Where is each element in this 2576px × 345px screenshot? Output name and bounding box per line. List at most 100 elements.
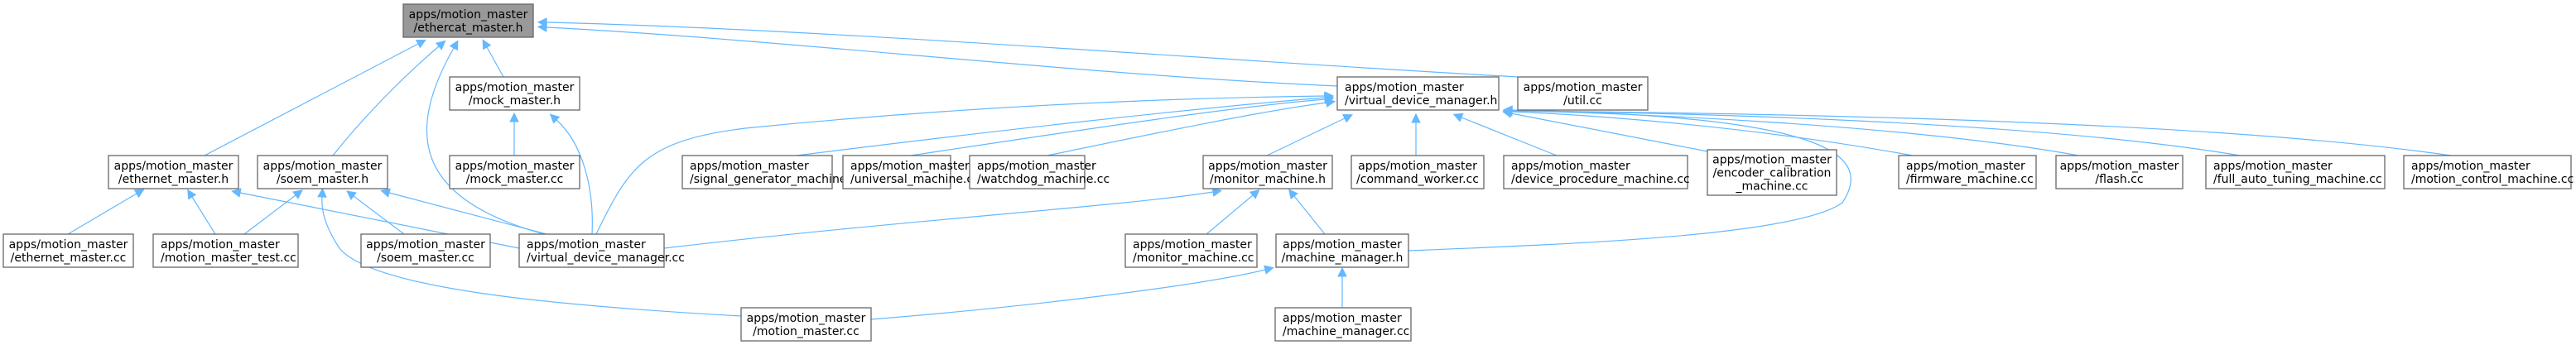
- node-label-line: apps/motion_master: [1358, 160, 1477, 173]
- edge-line: [332, 46, 440, 156]
- arrowhead-icon: [1264, 265, 1274, 275]
- edge-machine_manager_h-to-monitor_machine_h: [1288, 189, 1326, 235]
- node-watchdog-machine-cc[interactable]: apps/motion_master/watchdog_machine.cc: [969, 155, 1110, 189]
- node-label-line: apps/motion_master: [455, 160, 575, 173]
- arrowhead-icon: [292, 189, 303, 199]
- arrowhead-icon: [1288, 189, 1298, 200]
- node-mock-master-h[interactable]: apps/motion_master/mock_master.h: [449, 76, 580, 111]
- node-label-line: /firmware_machine.cc: [1906, 173, 2034, 186]
- node-flash-cc[interactable]: apps/motion_master/flash.cc: [2055, 155, 2184, 189]
- node-box: [2205, 155, 2386, 189]
- node-label-line: apps/motion_master: [2411, 160, 2530, 173]
- arrowhead-icon: [435, 40, 446, 50]
- node-ethercat-master-h[interactable]: apps/motion_master/ethercat_master.h: [402, 3, 534, 38]
- edge-soem_master_cc-to-soem_master_h: [346, 190, 405, 235]
- node-box: [1898, 155, 2037, 189]
- node-box: [449, 155, 580, 189]
- node-label-line: apps/motion_master: [1133, 238, 1252, 252]
- node-signal-generator-machine-cc[interactable]: apps/motion_master/signal_generator_mach…: [681, 155, 863, 189]
- node-label-line: /mock_master.h: [469, 94, 561, 108]
- edge-command_worker_cc-to-virtual_device_manager_h: [1411, 113, 1421, 156]
- arrowhead-icon: [231, 188, 242, 198]
- edge-line: [1266, 117, 1346, 156]
- edge-motion_master_cc-to-machine_manager_h: [870, 265, 1274, 320]
- edge-line: [546, 26, 1338, 87]
- node-label-line: /machine_manager.h: [1282, 252, 1404, 265]
- edge-line: [595, 95, 1326, 235]
- node-label-line: apps/motion_master: [114, 160, 234, 173]
- node-label-line: apps/motion_master: [455, 81, 575, 94]
- edge-encoder_calibration_machine_cc-to-virtual_device_manager_h: [1502, 108, 1708, 152]
- edge-line: [546, 22, 1519, 78]
- node-label-line: /monitor_machine.h: [1210, 173, 1326, 186]
- node-label-line: apps/motion_master: [1208, 160, 1327, 173]
- node-box: [842, 155, 951, 189]
- node-machine-manager-h[interactable]: apps/motion_master/machine_manager.h: [1275, 233, 1409, 268]
- node-label-line: apps/motion_master: [366, 238, 485, 252]
- node-virtual-device-manager-h[interactable]: apps/motion_master/virtual_device_manage…: [1336, 76, 1500, 111]
- edges-layer: [67, 17, 2452, 320]
- edge-line: [1511, 110, 2452, 156]
- arrowhead-icon: [346, 190, 357, 200]
- edge-signal_generator_machine_cc-to-virtual_device_manager_h: [796, 93, 1335, 156]
- arrowhead-icon: [415, 39, 426, 49]
- node-full-auto-tuning-machine-cc[interactable]: apps/motion_master/full_auto_tuning_mach…: [2205, 155, 2386, 189]
- node-encoder-calibration-machine-cc[interactable]: apps/motion_master/encoder_calibration_m…: [1707, 149, 1837, 196]
- node-monitor-machine-h[interactable]: apps/motion_master/monitor_machine.h: [1202, 155, 1333, 189]
- node-ethernet-master-cc[interactable]: apps/motion_master/ethernet_master.cc: [2, 233, 134, 268]
- arrowhead-icon: [133, 189, 145, 199]
- node-device-procedure-machine-cc[interactable]: apps/motion_master/device_procedure_mach…: [1503, 155, 1690, 189]
- edge-line: [1461, 117, 1558, 156]
- arrowhead-icon: [482, 39, 492, 50]
- node-universal-machine-cc[interactable]: apps/motion_master/universal_machine.cc: [842, 155, 980, 189]
- node-label-line: /mock_master.cc: [466, 173, 564, 186]
- node-label-line: apps/motion_master: [690, 160, 809, 173]
- arrowhead-icon: [1342, 113, 1354, 123]
- node-machine-manager-cc[interactable]: apps/motion_master/machine_manager.cc: [1274, 307, 1412, 342]
- node-box: [257, 155, 388, 189]
- node-label-line: apps/motion_master: [977, 160, 1096, 173]
- node-label-line: /motion_master.cc: [753, 325, 859, 338]
- node-label-line: /ethernet_master.h: [118, 173, 229, 186]
- node-box: [2055, 155, 2184, 189]
- node-ethernet-master-h[interactable]: apps/motion_master/ethernet_master.h: [108, 155, 239, 189]
- node-box: [969, 155, 1086, 189]
- node-virtual-device-manager-cc[interactable]: apps/motion_master/virtual_device_manage…: [518, 233, 685, 268]
- edge-machine_manager_h-to-virtual_device_manager_h: [1408, 105, 1851, 252]
- arrowhead-icon: [1337, 266, 1347, 277]
- node-command-worker-cc[interactable]: apps/motion_master/command_worker.cc: [1351, 155, 1485, 189]
- arrowhead-icon: [509, 112, 519, 122]
- arrowhead-icon: [1452, 113, 1464, 122]
- edge-ethernet_master_h-to-ethercat_master_h: [204, 39, 426, 156]
- node-label-line: /ethernet_master.cc: [11, 252, 127, 265]
- node-label-line: /soem_master.cc: [377, 252, 474, 265]
- node-label-line: apps/motion_master: [9, 238, 128, 252]
- node-label-line: apps/motion_master: [2060, 160, 2179, 173]
- node-label-line: /device_procedure_machine.cc: [1511, 173, 1690, 186]
- node-mock-master-cc[interactable]: apps/motion_master/mock_master.cc: [449, 155, 580, 189]
- node-label-line: apps/motion_master: [1524, 81, 1643, 94]
- node-monitor-machine-cc[interactable]: apps/motion_master/monitor_machine.cc: [1124, 233, 1258, 268]
- node-motion-master-cc[interactable]: apps/motion_master/motion_master.cc: [740, 307, 872, 342]
- edge-line: [67, 193, 137, 235]
- edge-machine_manager_cc-to-machine_manager_h: [1337, 266, 1347, 308]
- arrowhead-icon: [1249, 189, 1260, 199]
- node-soem-master-h[interactable]: apps/motion_master/soem_master.h: [257, 155, 388, 189]
- node-firmware-machine-cc[interactable]: apps/motion_master/firmware_machine.cc: [1898, 155, 2037, 189]
- edge-motion_master_test_cc-to-ethernet_master_h: [187, 189, 216, 235]
- node-soem-master-cc[interactable]: apps/motion_master/soem_master.cc: [360, 233, 491, 268]
- node-label-line: apps/motion_master: [1712, 154, 1832, 167]
- node-box: [681, 155, 833, 189]
- node-box: [1707, 149, 1837, 196]
- node-label-line: apps/motion_master: [2213, 160, 2333, 173]
- edge-line: [243, 194, 296, 235]
- node-label-line: apps/motion_master: [1511, 160, 1630, 173]
- node-box: [449, 76, 580, 111]
- edge-line: [1510, 113, 1708, 152]
- node-util-cc[interactable]: apps/motion_master/util.cc: [1517, 76, 1649, 111]
- edge-line: [321, 196, 742, 317]
- edge-motion_master_test_cc-to-soem_master_h: [243, 189, 303, 235]
- node-motion-control-machine-cc[interactable]: apps/motion_master/motion_control_machin…: [2403, 155, 2574, 189]
- node-motion-master-test-cc[interactable]: apps/motion_master/motion_master_test.cc: [152, 233, 299, 268]
- edge-ethernet_master_cc-to-ethernet_master_h: [67, 189, 145, 235]
